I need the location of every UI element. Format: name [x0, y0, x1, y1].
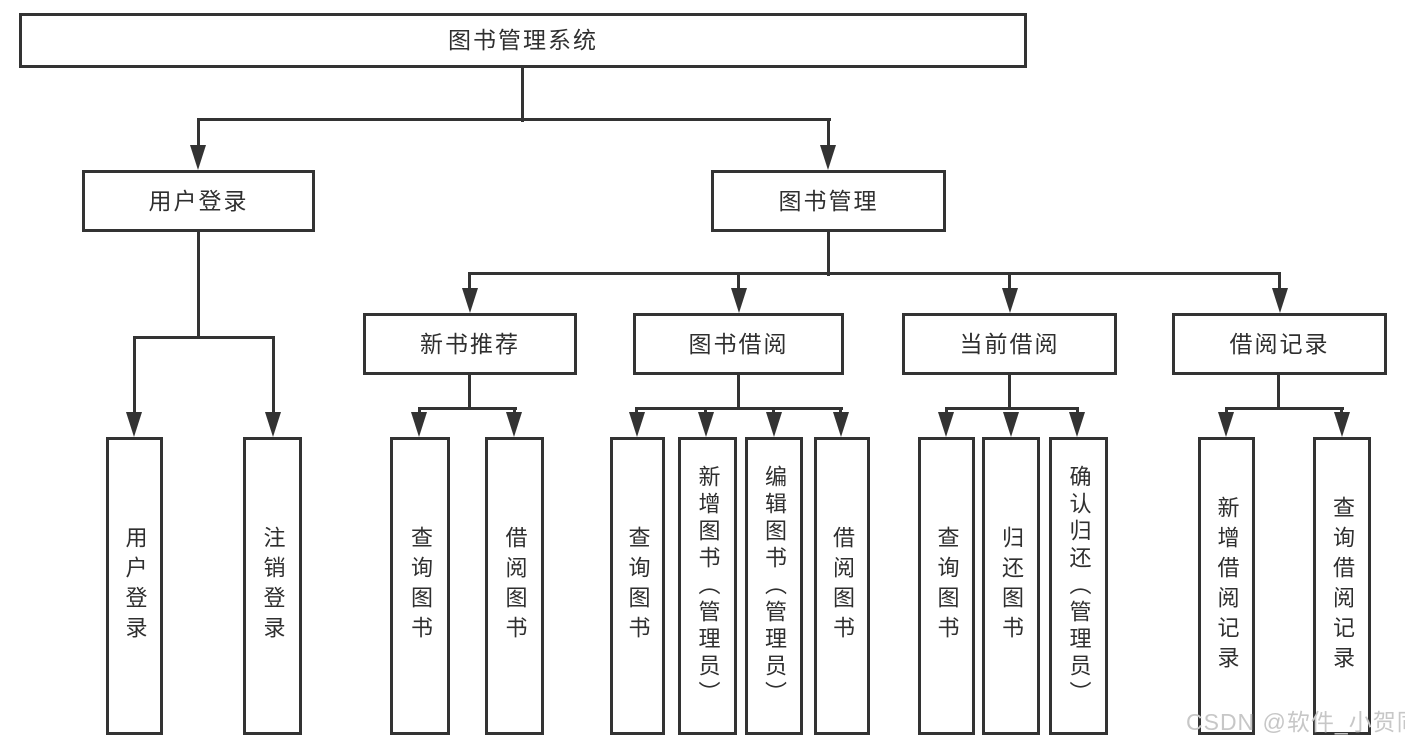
connector-line [945, 407, 1079, 410]
leaf-query-books-borrowing: 查询图书 [610, 437, 665, 735]
node-current-borrowing: 当前借阅 [902, 313, 1117, 375]
connector-line [133, 336, 136, 416]
arrow-down-icon [833, 412, 849, 437]
connector-line [1008, 375, 1011, 410]
arrow-down-icon [1334, 412, 1350, 437]
leaf-user-login: 用户登录 [106, 437, 163, 735]
leaf-edit-books-admin: 编辑图书（管理员） [745, 437, 803, 735]
connector-line [197, 232, 200, 339]
connector-line [133, 336, 275, 339]
leaf-confirm-return-admin: 确认归还（管理员） [1049, 437, 1108, 735]
arrow-down-icon [506, 412, 522, 437]
connector-line [945, 407, 948, 415]
arrow-down-icon [462, 288, 478, 313]
connector-line [1076, 407, 1079, 415]
csdn-watermark: CSDN @软件_小贺同学 [1186, 709, 1405, 735]
node-user-login: 用户登录 [82, 170, 315, 232]
leaf-query-borrow-record: 查询借阅记录 [1313, 437, 1371, 735]
connector-line [418, 407, 517, 410]
arrow-down-icon [629, 412, 645, 437]
node-book-management: 图书管理 [711, 170, 946, 232]
arrow-down-icon [126, 412, 142, 437]
arrow-down-icon [411, 412, 427, 437]
arrow-down-icon [1218, 412, 1234, 437]
connector-line [772, 407, 775, 415]
arrow-down-icon [190, 145, 206, 170]
arrow-down-icon [766, 412, 782, 437]
arrow-down-icon [1272, 288, 1288, 313]
connector-line [704, 407, 707, 415]
connector-line [737, 272, 740, 292]
leaf-logout-login: 注销登录 [243, 437, 302, 735]
connector-line [418, 407, 421, 415]
arrow-down-icon [731, 288, 747, 313]
leaf-query-books-recommend: 查询图书 [390, 437, 450, 735]
connector-line [468, 272, 1281, 275]
node-book-borrowing: 图书借阅 [633, 313, 844, 375]
arrow-down-icon [698, 412, 714, 437]
leaf-add-books-admin: 新增图书（管理员） [678, 437, 737, 735]
connector-line [272, 336, 275, 416]
leaf-borrow-books-recommend: 借阅图书 [485, 437, 544, 735]
arrow-down-icon [1002, 288, 1018, 313]
connector-line [1008, 272, 1011, 292]
node-new-book-recommendation: 新书推荐 [363, 313, 577, 375]
connector-line [827, 232, 830, 276]
connector-line [1277, 375, 1280, 410]
node-borrowing-records: 借阅记录 [1172, 313, 1387, 375]
leaf-return-books: 归还图书 [982, 437, 1040, 735]
leaf-borrow-books: 借阅图书 [814, 437, 870, 735]
arrow-down-icon [1069, 412, 1085, 437]
connector-line [197, 118, 831, 121]
connector-line [635, 407, 638, 415]
connector-line [827, 118, 830, 150]
node-library-management-system: 图书管理系统 [19, 13, 1027, 68]
connector-line [737, 375, 740, 410]
connector-line [468, 272, 471, 292]
connector-line [197, 118, 200, 150]
connector-line [1225, 407, 1344, 410]
connector-line [1225, 407, 1228, 415]
arrow-down-icon [820, 145, 836, 170]
connector-line [635, 407, 843, 410]
connector-line [1278, 272, 1281, 292]
connector-line [521, 68, 524, 122]
connector-line [468, 375, 471, 410]
arrow-down-icon [1003, 412, 1019, 437]
leaf-query-books-current: 查询图书 [918, 437, 975, 735]
connector-line [839, 407, 842, 415]
connector-line [513, 407, 516, 415]
leaf-add-borrow-record: 新增借阅记录 [1198, 437, 1255, 735]
arrow-down-icon [938, 412, 954, 437]
arrow-down-icon [265, 412, 281, 437]
connector-line [1340, 407, 1343, 415]
